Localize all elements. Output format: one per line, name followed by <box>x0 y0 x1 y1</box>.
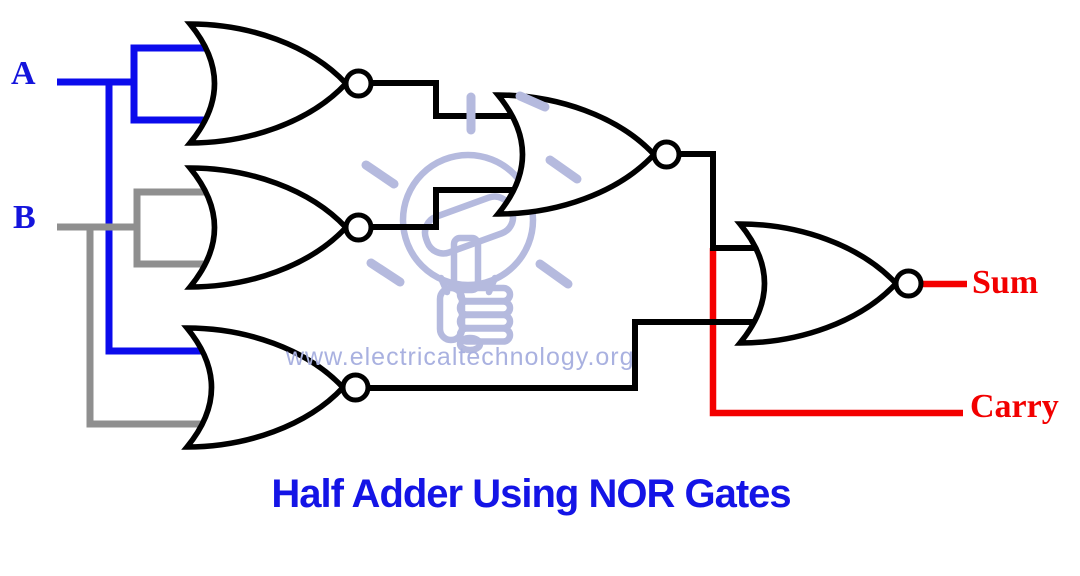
watermark-url-text: www.electricaltechnology.org <box>286 343 635 371</box>
wire-gate3-to-gate5 <box>368 319 761 391</box>
carry-output-label: Carry <box>970 388 1059 425</box>
input-a-label: A <box>11 55 36 92</box>
input-b-label: B <box>13 199 36 236</box>
gates <box>187 24 921 447</box>
wire-carry-output <box>709 248 963 417</box>
ray-ne <box>515 91 550 112</box>
net-outputs <box>709 248 967 417</box>
wire-gate4-to-gate5 <box>679 151 762 251</box>
wire-b-tied-bracket-gate2 <box>133 188 205 268</box>
sum-output-label: Sum <box>972 264 1039 301</box>
nor-gate-4 <box>498 95 679 214</box>
wire-a-branch-to-gate3 <box>105 82 205 355</box>
lightbulb-watermark-icon <box>399 151 537 354</box>
ray-se <box>535 259 573 289</box>
ray-sw <box>366 258 405 287</box>
wire-gate2-to-gate4 <box>371 187 519 230</box>
wire-gate1-to-gate4 <box>371 80 519 119</box>
net-internal <box>368 80 762 391</box>
net-a <box>57 44 205 355</box>
watermark-rays-icon <box>361 91 582 289</box>
nor-gate-1 <box>190 24 371 143</box>
nor-gate-2 <box>190 168 371 287</box>
ray-e <box>545 155 582 184</box>
wire-a-tied-bracket-gate1 <box>130 44 205 124</box>
fist-finger <box>456 325 514 345</box>
net-b <box>57 188 205 428</box>
ray-nw <box>361 160 399 189</box>
bulb-tip <box>456 334 484 354</box>
nor-gate-5 <box>740 224 921 343</box>
wire-b-branch-to-gate3 <box>86 227 205 428</box>
diagram-title: Half Adder Using NOR Gates <box>271 472 791 516</box>
